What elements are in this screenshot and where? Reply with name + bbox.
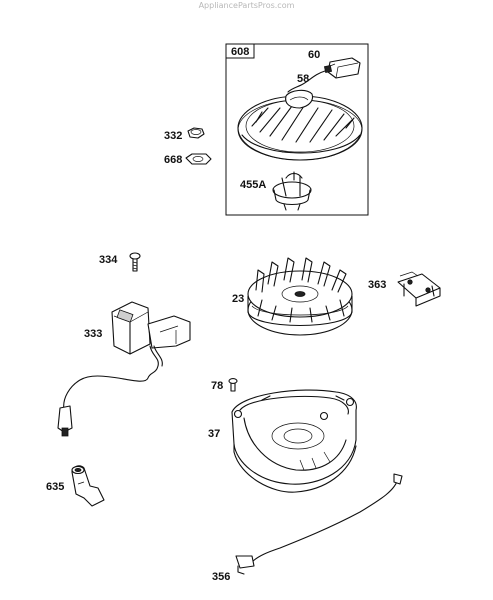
label-363: 363 [368, 279, 386, 291]
rewind-starter-part [237, 89, 363, 161]
label-78: 78 [211, 380, 223, 392]
label-332: 332 [164, 130, 182, 142]
label-356: 356 [212, 571, 230, 583]
ignition-module-part [57, 301, 191, 437]
label-37: 37 [208, 428, 220, 440]
label-334: 334 [99, 254, 118, 266]
screw-78-part [228, 378, 238, 392]
blower-housing-part [231, 389, 357, 493]
spark-plug-boot-part [71, 465, 105, 507]
label-58: 58 [297, 73, 309, 85]
flywheel-part [247, 257, 353, 336]
screw-334-part [129, 252, 141, 272]
label-60: 60 [308, 49, 320, 61]
starter-rope-part [287, 70, 326, 93]
label-635: 635 [46, 481, 64, 493]
brake-bracket-part [397, 271, 441, 307]
nut-part [187, 127, 205, 139]
label-668: 668 [164, 154, 182, 166]
label-608: 608 [231, 46, 249, 58]
label-333: 333 [84, 328, 102, 340]
starter-cup-part [272, 171, 312, 211]
starter-handle-part [323, 57, 361, 79]
label-455a: 455A [240, 179, 266, 191]
watermark: AppliancePartsPros.com [198, 1, 295, 10]
ground-wire-part [235, 473, 403, 575]
washer-part [185, 153, 212, 165]
label-23: 23 [232, 293, 244, 305]
assembly-box-608: 608 [225, 43, 369, 216]
